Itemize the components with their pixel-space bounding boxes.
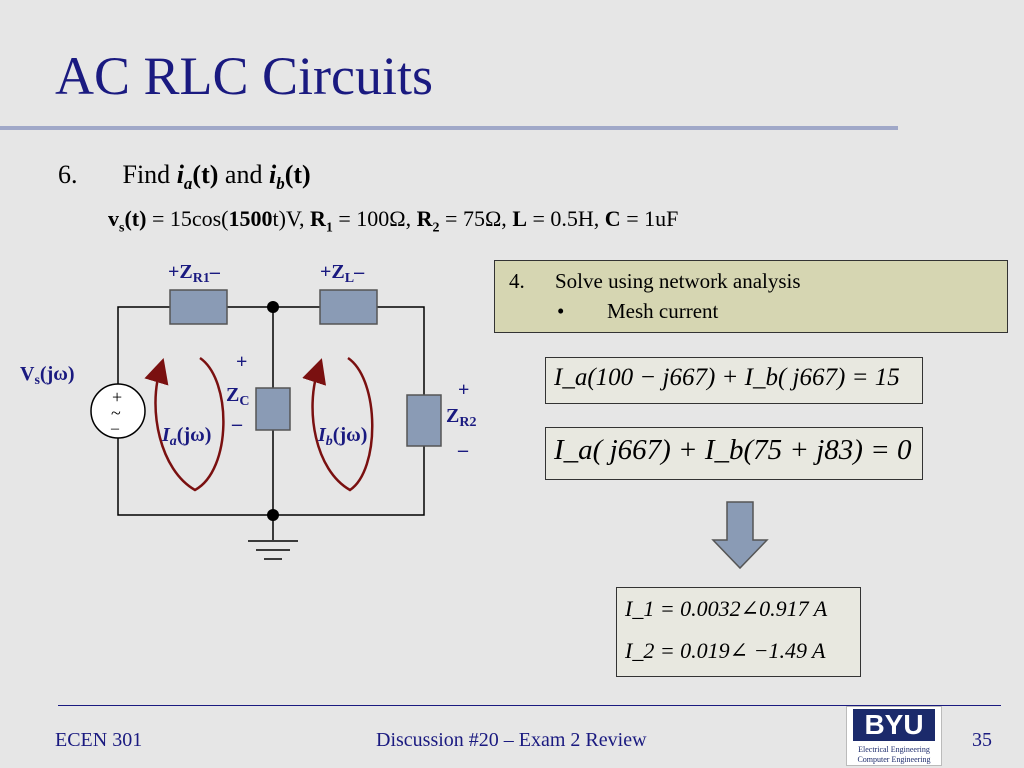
bottom-node bbox=[267, 509, 279, 521]
l-value: = 0.5H, bbox=[532, 206, 600, 231]
down-arrow-icon bbox=[711, 501, 769, 570]
byu-logo: BYU Electrical Engineering Computer Engi… bbox=[846, 706, 942, 766]
mesh-equation-1: I_a(100 − j667) + I_b( j667) = 15 bbox=[545, 357, 923, 404]
bullet: • bbox=[557, 299, 565, 323]
zc-impedance bbox=[255, 387, 291, 431]
svg-text:+ZR1–: +ZR1– bbox=[168, 261, 221, 286]
source-plus: + bbox=[112, 387, 122, 407]
source-tilde: ~ bbox=[111, 403, 121, 423]
find-word: Find bbox=[122, 160, 171, 189]
svg-text:–: – bbox=[231, 413, 243, 435]
svg-text:Ia(jω): Ia(jω) bbox=[161, 424, 211, 449]
svg-text:–: – bbox=[457, 439, 469, 461]
steps-box: 4. Solve using network analysis • Mesh c… bbox=[494, 260, 1008, 333]
svg-text:ZC: ZC bbox=[226, 384, 249, 409]
r1-value: = 100Ω, bbox=[338, 206, 412, 231]
result-2: I_2 = 0.019∠ −1.49 A bbox=[625, 638, 826, 663]
equation-1-text: I_a(100 − j667) + I_b( j667) = 15 bbox=[554, 364, 900, 391]
zr1-impedance bbox=[169, 289, 228, 325]
footer-course: ECEN 301 bbox=[55, 729, 143, 751]
problem-statement: 6. Find ia(t) and ib(t) bbox=[58, 160, 311, 194]
given-values: vs(t) = 15cos(1500t)V, R1 = 100Ω, R2 = 7… bbox=[108, 206, 679, 236]
result-1: I_1 = 0.0032∠0.917 A bbox=[625, 596, 828, 621]
mesh-b-arrow bbox=[302, 356, 374, 492]
source-minus: – bbox=[110, 420, 120, 437]
logo-line-2: Computer Engineering bbox=[857, 755, 931, 764]
top-node bbox=[267, 301, 279, 313]
svg-text:+ZL–: +ZL– bbox=[320, 261, 365, 286]
vs-expression: = 15cos( bbox=[151, 206, 229, 231]
and-word: and bbox=[224, 160, 263, 189]
results-box: I_1 = 0.0032∠0.917 A I_2 = 0.019∠ −1.49 … bbox=[616, 587, 861, 677]
step-number: 4. bbox=[509, 269, 525, 293]
svg-text:+: + bbox=[236, 351, 247, 373]
svg-text:Ib(jω): Ib(jω) bbox=[317, 424, 367, 449]
logo-line-1: Electrical Engineering bbox=[858, 745, 930, 754]
vs-tail: t)V, bbox=[272, 206, 305, 231]
c-value: = 1uF bbox=[626, 206, 679, 231]
zr2-impedance bbox=[406, 394, 442, 447]
r2-value: = 75Ω, bbox=[445, 206, 507, 231]
item-number: 6. bbox=[58, 160, 78, 189]
footer-title: Discussion #20 – Exam 2 Review bbox=[376, 729, 647, 751]
logo-text: BYU bbox=[853, 709, 935, 741]
zl-impedance bbox=[319, 289, 378, 325]
equation-2-text: I_a( j667) + I_b(75 + j83) = 0 bbox=[554, 434, 912, 466]
vs-frequency: 1500 bbox=[228, 206, 273, 231]
mesh-equation-2: I_a( j667) + I_b(75 + j83) = 0 bbox=[545, 427, 923, 480]
footer-divider bbox=[58, 705, 1001, 706]
svg-text:ZR2: ZR2 bbox=[446, 405, 476, 430]
voltage-source bbox=[90, 383, 146, 439]
svg-text:Vs(jω): Vs(jω) bbox=[20, 363, 75, 388]
step-sub: Mesh current bbox=[607, 299, 719, 323]
page-number: 35 bbox=[972, 729, 992, 751]
title-divider bbox=[0, 126, 898, 130]
svg-text:+: + bbox=[458, 379, 469, 401]
slide-title: AC RLC Circuits bbox=[55, 46, 434, 106]
step-text: Solve using network analysis bbox=[555, 269, 801, 293]
mesh-a-arrow bbox=[144, 356, 225, 492]
circuit-diagram: + ~ – +ZR1– +ZL– + ZC – + ZR2 – Vs(jω) I… bbox=[20, 261, 476, 560]
